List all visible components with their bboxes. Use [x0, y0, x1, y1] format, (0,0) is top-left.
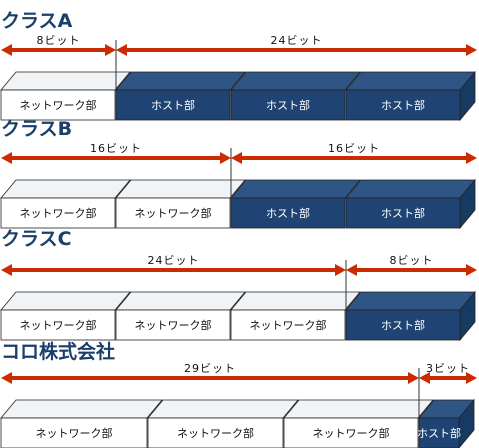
host-bits-arrow-head-left — [346, 264, 357, 276]
host-bits-label: 24ビット — [271, 34, 323, 47]
host-bits-arrow-head-right — [466, 372, 477, 384]
class-title: クラスC — [1, 228, 72, 250]
host-segment-top — [230, 179, 361, 199]
host-segment — [230, 197, 346, 229]
host-segment-top — [345, 179, 476, 199]
class-title: クラスA — [1, 10, 73, 32]
network-bits-arrow-head-left — [1, 152, 12, 164]
host-bits-label: 16ビット — [328, 142, 380, 155]
network-segment-label: ネットワーク部 — [177, 426, 254, 440]
network-segment-top — [0, 291, 131, 311]
host-segment-label: ホスト部 — [266, 206, 310, 220]
network-segment — [115, 309, 231, 341]
host-bits-label: 8ビット — [390, 254, 434, 267]
network-segment — [0, 417, 148, 448]
host-segment — [345, 89, 461, 121]
network-segment-top — [115, 291, 246, 311]
host-segment-top — [345, 291, 476, 311]
host-segment-label: ホスト部 — [381, 318, 425, 332]
network-bits-arrow-head-left — [1, 372, 12, 384]
network-segment — [283, 417, 419, 448]
network-bits-label: 16ビット — [90, 142, 142, 155]
host-segment — [418, 417, 460, 448]
network-segment-top — [147, 399, 299, 419]
host-segment-label: ホスト部 — [381, 206, 425, 220]
network-segment-label: ネットワーク部 — [20, 318, 97, 332]
network-bits-arrow-head-left — [1, 264, 12, 276]
class-title: クラスB — [1, 118, 72, 140]
network-bits-label: 24ビット — [148, 254, 200, 267]
host-segment — [115, 89, 231, 121]
host-bits-arrow-head-left — [231, 152, 242, 164]
network-segment-label: ネットワーク部 — [36, 426, 113, 440]
host-segment-label: ホスト部 — [151, 98, 195, 112]
network-bits-label: 29ビット — [184, 362, 236, 375]
network-segment-top — [0, 71, 131, 91]
network-segment-label: ネットワーク部 — [135, 206, 212, 220]
network-segment-top — [283, 399, 434, 419]
network-segment-top — [0, 399, 163, 419]
network-segment — [0, 197, 116, 229]
network-segment — [147, 417, 284, 448]
host-bits-label: 3ビット — [426, 362, 470, 375]
host-bits-arrow-head-left — [116, 44, 127, 56]
network-bits-arrow-head-right — [220, 152, 231, 164]
host-bits-arrow-head-left — [419, 372, 430, 384]
host-segment — [230, 89, 346, 121]
network-segment-label: ネットワーク部 — [135, 318, 212, 332]
network-segment — [230, 309, 346, 341]
network-bits-arrow-head-left — [1, 44, 12, 56]
network-bits-arrow-head-right — [105, 44, 116, 56]
host-segment — [345, 197, 461, 229]
network-segment-label: ネットワーク部 — [313, 426, 390, 440]
host-segment-label: ホスト部 — [381, 98, 425, 112]
network-segment-top — [230, 291, 361, 311]
host-bits-arrow-head-right — [466, 152, 477, 164]
host-bits-arrow-head-right — [466, 44, 477, 56]
network-segment — [115, 197, 231, 229]
network-segment-label: ネットワーク部 — [20, 98, 97, 112]
network-segment-label: ネットワーク部 — [250, 318, 327, 332]
host-segment-top — [115, 71, 246, 91]
network-bits-arrow-head-right — [335, 264, 346, 276]
host-segment — [345, 309, 461, 341]
network-bits-arrow-head-right — [408, 372, 419, 384]
class-title: コロ株式会社 — [1, 340, 115, 363]
host-segment-top — [230, 71, 361, 91]
network-segment-top — [115, 179, 246, 199]
network-segment — [0, 89, 116, 121]
host-segment-top — [345, 71, 476, 91]
host-segment-label: ホスト部 — [417, 426, 461, 440]
host-segment-label: ホスト部 — [266, 98, 310, 112]
network-segment-top — [0, 179, 131, 199]
network-segment — [0, 309, 116, 341]
network-segment-label: ネットワーク部 — [20, 206, 97, 220]
network-bits-label: 8ビット — [37, 34, 81, 47]
host-bits-arrow-head-right — [466, 264, 477, 276]
